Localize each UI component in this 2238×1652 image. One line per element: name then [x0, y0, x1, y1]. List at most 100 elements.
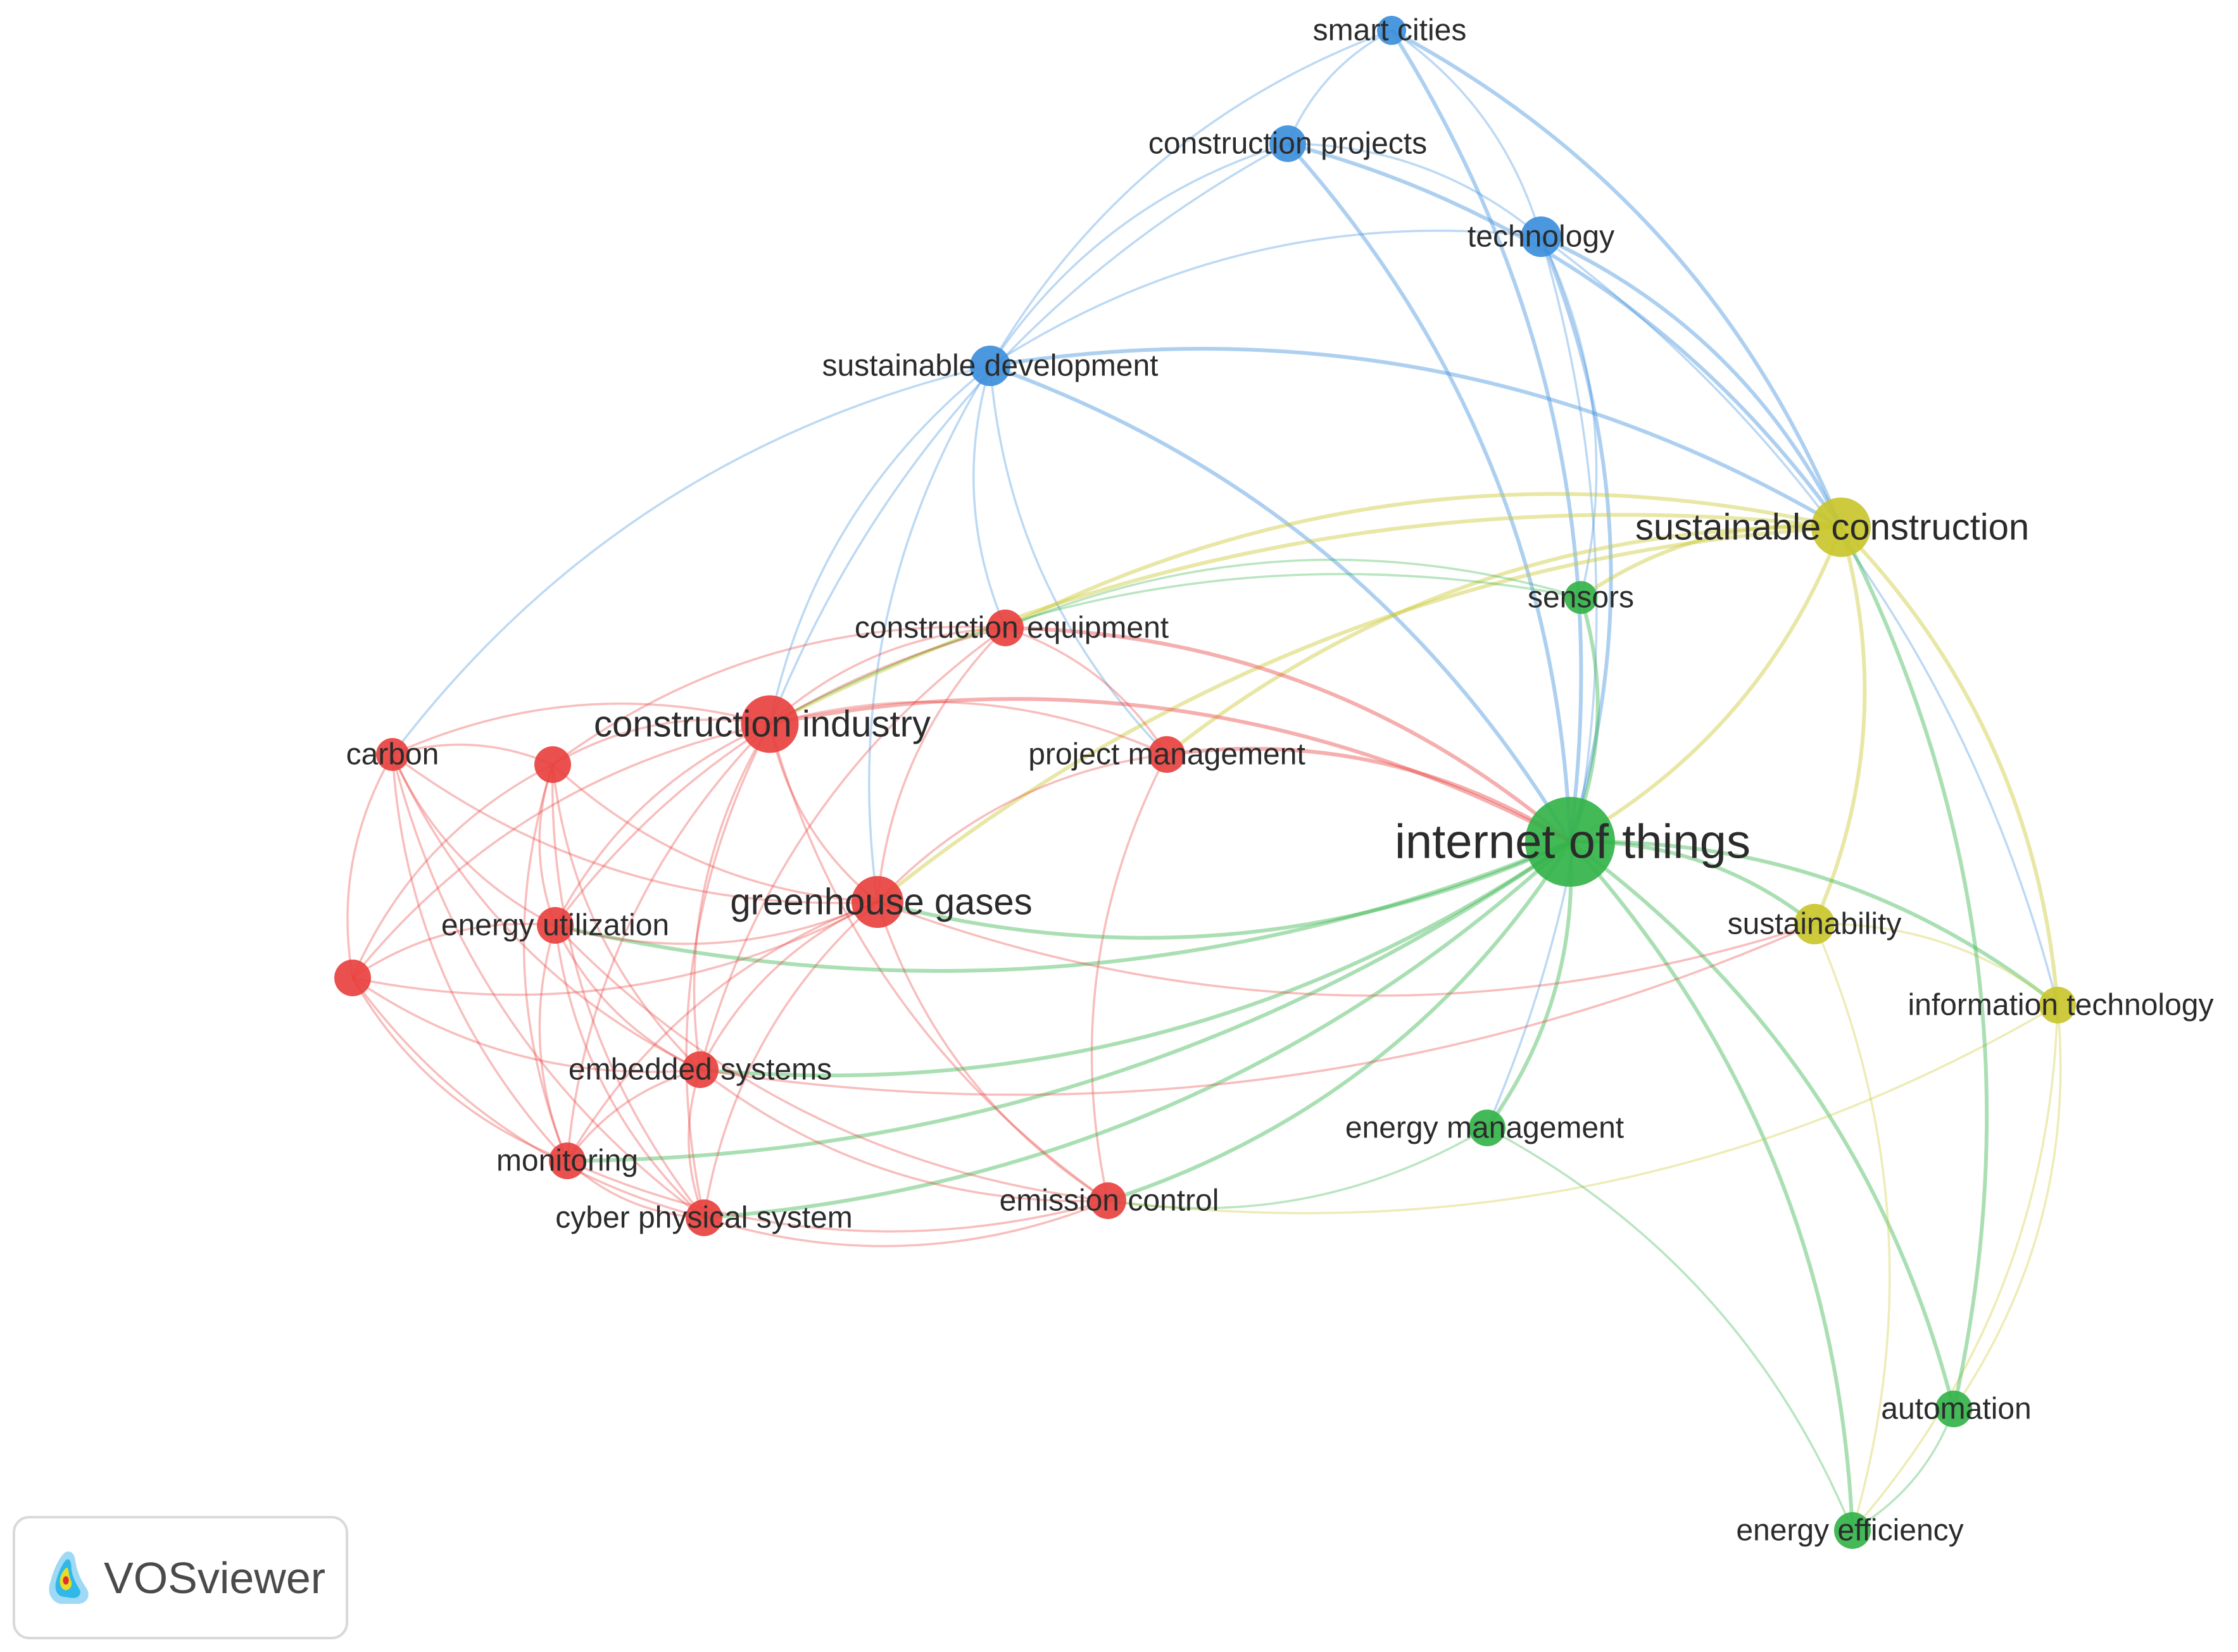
network-link — [1487, 1127, 1854, 1531]
network-link — [1390, 28, 1843, 529]
network-link — [769, 365, 991, 725]
network-link — [703, 901, 879, 1218]
node-construction-industry[interactable] — [741, 695, 799, 753]
node-label-sustainability: sustainability — [1728, 908, 1902, 941]
network-link — [1166, 746, 1571, 844]
network-link — [769, 723, 879, 903]
node-technology[interactable] — [1521, 216, 1561, 257]
node-label-energy-efficiency: energy efficiency — [1736, 1514, 1963, 1548]
node-construction-projects[interactable] — [1269, 125, 1306, 162]
network-nodes — [334, 16, 2076, 1549]
node-emission-control[interactable] — [1090, 1182, 1126, 1219]
network-link — [700, 840, 1571, 1078]
network-link — [392, 702, 770, 756]
network-link — [1287, 142, 1542, 238]
node-monitoring[interactable] — [549, 1142, 586, 1179]
network-link — [1286, 142, 1572, 842]
node-project-management[interactable] — [1148, 736, 1185, 773]
node-energy-utilization[interactable] — [537, 907, 574, 944]
network-link — [876, 525, 1842, 904]
network-link — [1540, 236, 1598, 598]
network-link — [693, 723, 771, 1070]
network-link — [989, 142, 1288, 366]
network-link — [554, 627, 1006, 927]
node-greenhouse-gases[interactable] — [852, 876, 903, 928]
network-link — [1851, 1004, 2059, 1532]
network-link — [1539, 235, 1613, 842]
node-label-smart-cities: smart cities — [1313, 14, 1467, 47]
network-links — [346, 28, 2062, 1532]
network-link — [876, 901, 1109, 1202]
node-label-construction-projects: construction projects — [1148, 127, 1427, 161]
network-link — [554, 924, 1109, 1202]
node-label-internet-of-things: internet of things — [1395, 815, 1751, 869]
network-link — [989, 365, 1168, 756]
network-link — [352, 923, 556, 979]
node-cyber-physical-system[interactable] — [686, 1199, 722, 1236]
network-link — [567, 1160, 1109, 1233]
node-embedded-systems[interactable] — [682, 1051, 719, 1088]
network-link — [868, 365, 991, 903]
network-link — [1004, 492, 1842, 630]
node-unlabeled-red-2[interactable] — [334, 960, 371, 996]
network-link — [1005, 626, 1571, 844]
node-sustainability[interactable] — [1794, 904, 1835, 944]
node-sensors[interactable] — [1564, 581, 1597, 614]
network-link — [685, 723, 771, 1218]
node-carbon[interactable] — [376, 738, 409, 771]
network-link — [876, 627, 1007, 903]
node-unlabeled-red-1[interactable] — [534, 746, 571, 783]
network-link — [989, 364, 1572, 843]
network-link — [769, 513, 1842, 726]
node-construction-equipment[interactable] — [987, 610, 1024, 646]
network-link — [1005, 558, 1581, 629]
node-sustainable-development[interactable] — [970, 346, 1010, 386]
node-internet-of-things[interactable] — [1525, 797, 1615, 887]
network-link — [989, 29, 1392, 366]
network-link — [351, 977, 705, 1219]
node-sustainable-construction[interactable] — [1811, 497, 1871, 557]
node-automation[interactable] — [1935, 1391, 1972, 1427]
network-link — [392, 743, 553, 766]
network-link — [346, 754, 394, 979]
network-link — [554, 723, 770, 926]
network-link — [1107, 1004, 2058, 1215]
node-energy-management[interactable] — [1469, 1110, 1506, 1146]
network-link — [551, 625, 1006, 766]
network-link — [699, 627, 1007, 1070]
network-link — [1839, 526, 1989, 1410]
network-link — [566, 723, 771, 1161]
network-link — [703, 840, 1572, 1220]
network-link — [1286, 29, 1392, 144]
network-link — [877, 840, 1571, 940]
network-link — [552, 718, 770, 766]
node-energy-efficiency[interactable] — [1834, 1512, 1871, 1549]
network-link — [566, 1160, 705, 1219]
network-link — [1486, 236, 1598, 1129]
network-link — [1839, 525, 2059, 1006]
node-label-carbon: carbon — [346, 738, 439, 772]
network-link — [351, 723, 770, 979]
node-label-construction-equipment: construction equipment — [855, 611, 1169, 645]
network-link — [769, 627, 1006, 725]
network-link — [352, 901, 878, 996]
network-link — [538, 925, 569, 1161]
network-link — [391, 754, 705, 1219]
network-link — [551, 764, 705, 1219]
node-label-technology: technology — [1468, 220, 1614, 254]
network-link — [554, 925, 701, 1071]
network-link — [769, 697, 1571, 844]
network-link — [700, 923, 1815, 1096]
node-smart-cities[interactable] — [1377, 16, 1406, 45]
network-link — [1814, 923, 2059, 1006]
network-link — [990, 229, 1542, 367]
node-information-technology[interactable] — [2039, 987, 2076, 1023]
network-link — [1540, 235, 2059, 1006]
vosviewer-logo-text: VOSviewer — [104, 1553, 326, 1603]
network-link — [1390, 29, 1583, 842]
network-link — [1580, 523, 1842, 599]
network-link — [769, 701, 1167, 756]
node-label-automation: automation — [1881, 1392, 2032, 1426]
network-link — [522, 764, 569, 1161]
